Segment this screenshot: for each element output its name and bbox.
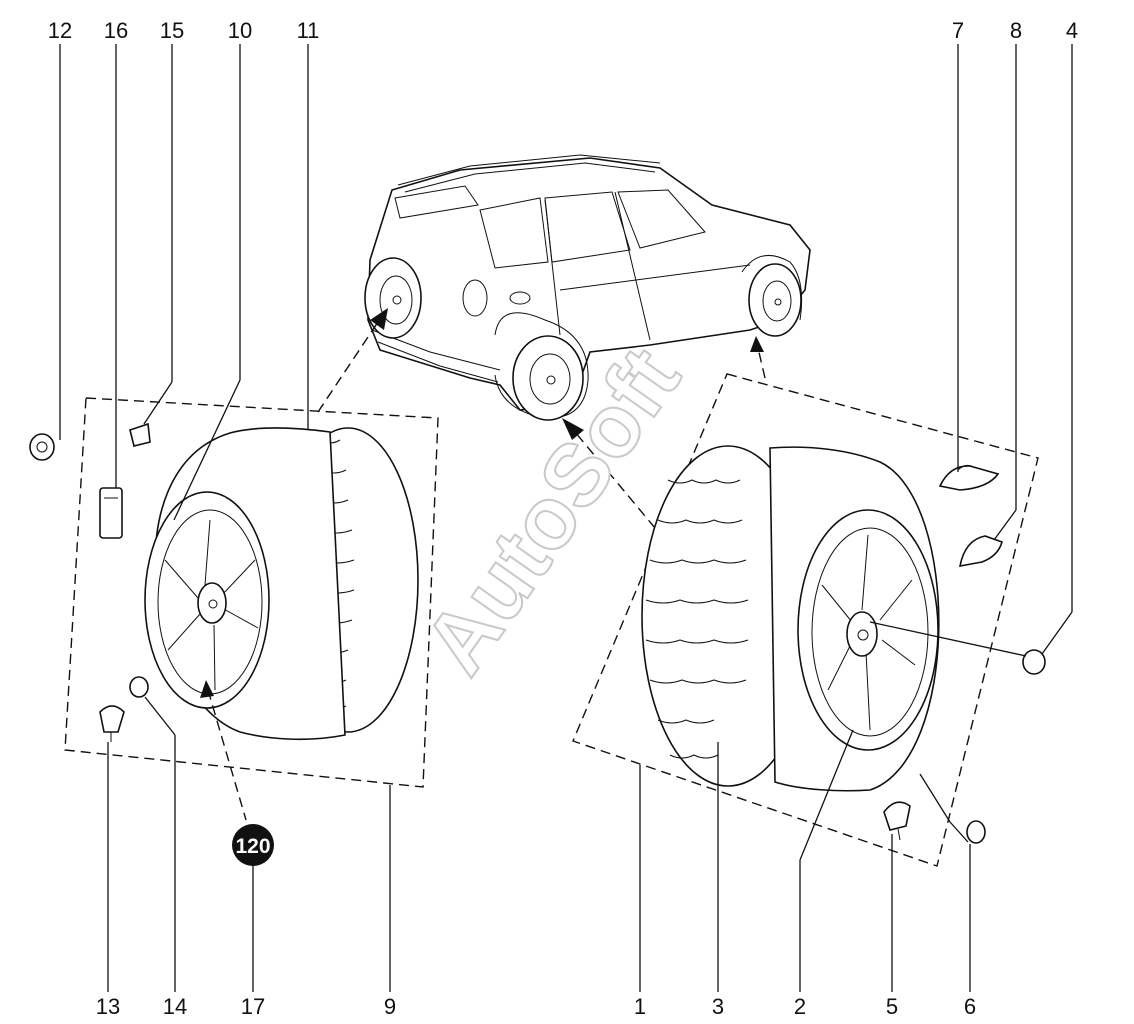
part-16-bracket: [99, 487, 123, 539]
part-8-weight: [958, 535, 1003, 567]
callout-16: 16: [104, 18, 128, 43]
callout-numbers: 12 16 15 10 11 7 8 4 13 14 17 9 1 3 2 5 …: [48, 18, 1078, 1019]
part-13-bolt: [99, 705, 125, 742]
callout-7: 7: [952, 18, 964, 43]
callout-1: 1: [634, 994, 646, 1019]
callout-2: 2: [794, 994, 806, 1019]
part-15-clip: [129, 422, 151, 447]
part-5-bolt: [883, 801, 911, 841]
spare-wheel-on-door: [364, 257, 422, 339]
callout-3: 3: [712, 994, 724, 1019]
part-12-nut: [29, 433, 55, 461]
tightening-torque-badge: 120: [200, 680, 274, 866]
callout-10: 10: [228, 18, 252, 43]
torque-value: 120: [235, 835, 270, 858]
spare-wheel-panel: 120: [29, 308, 439, 866]
rear-road-wheel: [494, 312, 589, 421]
vehicle-illustration: [364, 154, 811, 421]
road-wheel-panel: [562, 336, 1046, 867]
part-14-cap: [129, 676, 149, 698]
callout-8: 8: [1010, 18, 1022, 43]
callout-4: 4: [1066, 18, 1078, 43]
callout-6: 6: [964, 994, 976, 1019]
part-7-weight: [938, 464, 1000, 491]
spare-wheel-assembly: [144, 427, 419, 741]
callout-15: 15: [160, 18, 184, 43]
callout-17: 17: [241, 994, 265, 1019]
callout-5: 5: [886, 994, 898, 1019]
front-road-wheel: [741, 254, 803, 337]
part-6-cap: [966, 820, 986, 844]
callout-12: 12: [48, 18, 72, 43]
part-4-nut: [1022, 649, 1046, 675]
callout-11: 11: [297, 18, 320, 43]
leader-lines: [59, 44, 1073, 992]
callout-14: 14: [163, 994, 187, 1019]
callout-13: 13: [96, 994, 120, 1019]
road-wheel-assembly: [641, 445, 940, 792]
callout-9: 9: [384, 994, 396, 1019]
